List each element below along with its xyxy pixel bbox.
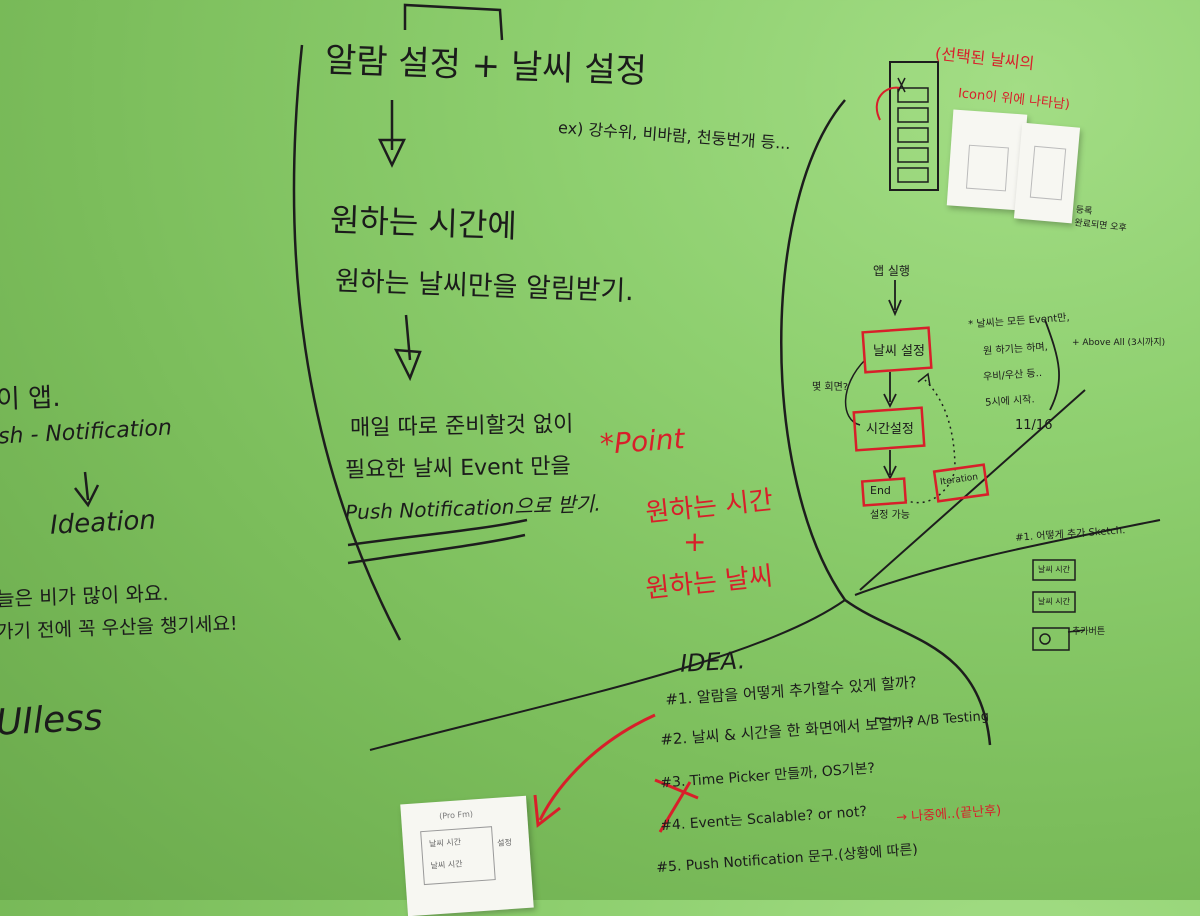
flow-app-run: 앱 실행 <box>873 264 910 278</box>
top-bracket-line <box>403 3 504 41</box>
left-fragment-rain: 늘은 비가 많이 와요. <box>0 580 170 612</box>
flow-possible: 설정 가능 <box>870 510 910 521</box>
above-all-note: + Above All (3시까지) <box>1072 338 1166 348</box>
iteration-box-outline <box>932 463 990 503</box>
flow-everyday-1: 매일 따로 준비할것 없이 <box>349 412 574 441</box>
flow-loop-left <box>844 359 866 426</box>
sketch2-add-label: 추가버튼 <box>1072 627 1106 637</box>
phone-sketch <box>889 61 939 191</box>
left-fragment-uiless: UIless <box>0 697 104 744</box>
point-plus: + <box>683 525 707 558</box>
flow-box-weather: 날씨 설정 <box>873 344 925 359</box>
down-arrow-2 <box>393 314 422 382</box>
flow-arrow-weather <box>883 372 897 409</box>
sketch2-row-1 <box>1032 559 1076 581</box>
idea-title: IDEA. <box>679 646 746 678</box>
flow-bracket-line <box>292 44 402 641</box>
right-divider-curve <box>780 99 992 746</box>
postit-head: (Pro Fm) <box>438 809 474 821</box>
point-label: *Point <box>598 422 686 461</box>
flow-everyday-2: 필요한 날씨 Event 만을 <box>344 454 571 483</box>
flow-arrow-time <box>883 450 897 481</box>
sketch2-row-2 <box>1032 591 1076 613</box>
red-strike <box>654 778 699 833</box>
flow-time-line: 원하는 시간에 <box>329 200 518 246</box>
small-right-divider <box>1044 319 1060 411</box>
sticky-side-note: 등록 완료되면 오후 <box>1073 205 1128 234</box>
star-date: 11/16 <box>1015 418 1053 433</box>
flow-how-many: 몇 회면? <box>812 382 849 393</box>
postit-row-2: 날씨 시간 <box>430 859 463 871</box>
flow-box-time: 시간설정 <box>866 422 914 437</box>
flow-arrow-app <box>888 280 902 317</box>
sketch2-row-2-label: 날씨 시간 <box>1038 597 1070 606</box>
sketch2-add-row <box>1032 627 1070 651</box>
left-fragment-app: 이 앱. <box>0 382 61 416</box>
ideation-arrow <box>74 471 100 508</box>
diagonal-line <box>859 389 1086 591</box>
red-arrow-to-postit <box>538 713 656 821</box>
sticky-note-2 <box>1013 122 1081 224</box>
left-fragment-ideation: Ideation <box>49 505 157 541</box>
weather-box-outline <box>861 326 933 374</box>
push-underline <box>347 518 528 565</box>
down-arrow-1 <box>378 100 406 168</box>
end-box-outline <box>860 477 908 507</box>
flow-box-end: End <box>870 484 891 497</box>
diagonal-line-2 <box>854 519 1161 596</box>
postit-frame <box>420 826 496 886</box>
postit-row-1: 날씨 시간 <box>428 837 462 849</box>
sketch2-row-1-label: 날씨 시간 <box>1038 565 1070 574</box>
postit-side: 설정 <box>496 837 513 848</box>
bottom-divider-curve <box>369 599 846 751</box>
time-box-outline <box>852 406 926 452</box>
postit-note: (Pro Fm) 날씨 시간 날씨 시간 설정 <box>400 795 534 916</box>
